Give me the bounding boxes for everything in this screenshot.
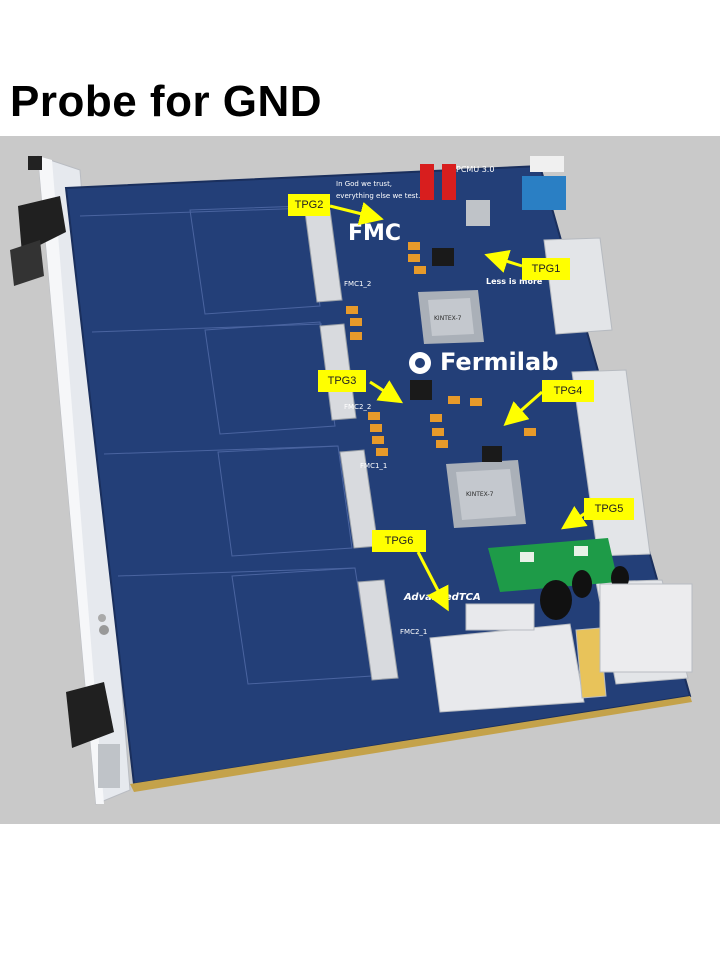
silk-fmc2-1: FMC2_1 [400,628,427,636]
tpg5-label: TPG5 [584,498,634,520]
pcb-board: FMC FMC1_2 FMC2_2 FMC1_1 FMC2_1 PCMU 3.0… [64,156,693,792]
silk-motto-1: In God we trust, [336,180,392,188]
fpga-lower-marking: KINTEX-7 [466,491,494,498]
arrow-tpg6 [416,551,449,612]
rj-module [599,583,693,673]
tpg6-label: TPG6 [372,530,426,552]
silk-motto-2: everything else we test. [336,192,420,200]
fmc-logo: FMC [348,221,401,246]
arrow-tpg2 [329,201,384,226]
tpg1-label: TPG1 [522,258,570,280]
bottom-connectors [429,603,607,713]
fpga-upper-marking: KINTEX-7 [434,315,462,322]
silk-version: PCMU 3.0 [456,165,494,174]
tpg4-label: TPG4 [542,380,594,402]
board-photo: FMC FMC1_2 FMC2_2 FMC1_1 FMC2_1 PCMU 3.0… [0,136,720,824]
probe-arrows [329,201,591,612]
lower-handle [66,682,114,748]
pcb-render: FMC FMC1_2 FMC2_2 FMC1_1 FMC2_1 PCMU 3.0… [10,155,693,805]
upper-handle [18,196,66,254]
fpga-upper: KINTEX-7 [418,290,484,344]
page-title: Probe for GND [10,77,323,126]
fpga-lower: KINTEX-7 [446,460,526,528]
electrolytic-caps [540,566,629,620]
silk-motto-3: Less is more [486,277,543,286]
arrow-tpg3 [369,380,404,404]
silk-fmc1-2: FMC1_2 [344,280,371,288]
silk-fmc1-1: FMC1_1 [360,462,387,470]
front-panel [10,155,131,805]
capacitors [346,242,536,456]
silk-fmc2-2: FMC2_2 [344,403,371,411]
fermilab-icon [409,352,431,374]
arrow-tpg4 [503,390,543,426]
top-connectors [420,156,566,226]
tpg2-label: TPG2 [288,194,330,216]
fermilab-logo: Fermilab [440,348,558,376]
tpg3-label: TPG3 [318,370,366,392]
arrow-tpg1 [484,249,523,273]
